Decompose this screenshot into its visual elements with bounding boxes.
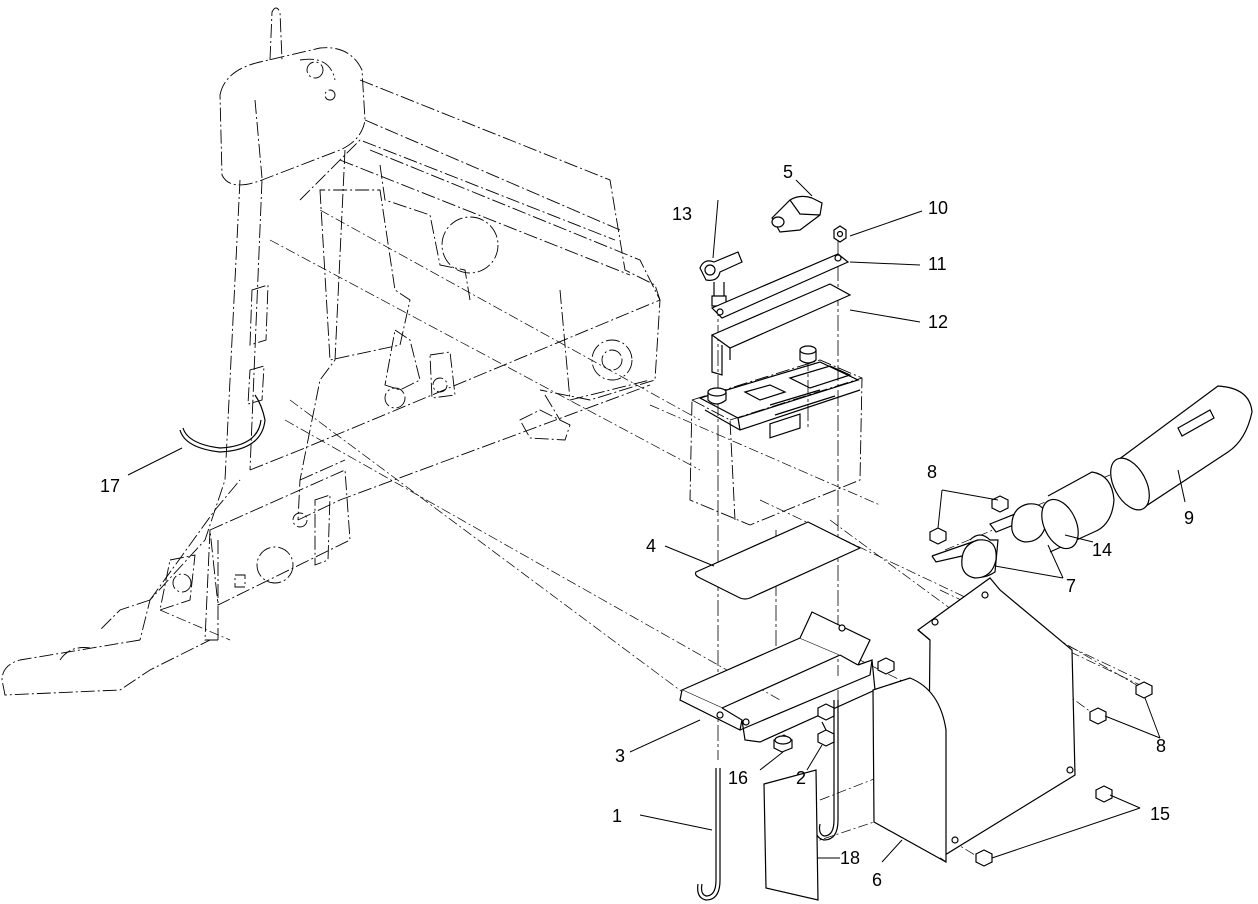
callout-5: 5	[783, 162, 793, 182]
callout-8-top: 8	[927, 462, 937, 482]
spacer	[773, 734, 793, 753]
battery-tray	[679, 611, 876, 743]
callout-12: 12	[928, 312, 948, 332]
callout-18: 18	[840, 848, 860, 868]
cable-tie	[179, 394, 266, 453]
callout-6: 6	[872, 870, 882, 890]
callout-3: 3	[615, 746, 625, 766]
callout-17: 17	[100, 476, 120, 496]
screws	[975, 785, 1113, 867]
callout-11: 11	[928, 254, 947, 274]
hold-down-bracket	[710, 283, 852, 376]
nut	[833, 225, 847, 243]
callout-labels: 1 2 3 4 5 6 7 8 8 9 10 11 12 13 14 15 16…	[100, 162, 1194, 890]
callout-10: 10	[928, 198, 948, 218]
callout-16: 16	[728, 768, 748, 788]
battery	[689, 345, 863, 526]
callout-8-right: 8	[1156, 736, 1166, 756]
callout-7: 7	[1066, 576, 1076, 596]
callout-1: 1	[612, 806, 622, 826]
callout-9: 9	[1184, 508, 1194, 528]
clamps	[931, 503, 1047, 579]
callout-13: 13	[672, 204, 692, 224]
callout-2: 2	[796, 768, 806, 788]
leader-lines	[127, 179, 1186, 863]
terminal-boot	[771, 195, 823, 233]
callout-14: 14	[1092, 540, 1112, 560]
tube	[1110, 385, 1253, 511]
callout-15: 15	[1150, 804, 1170, 824]
callout-4: 4	[646, 536, 656, 556]
battery-pad	[694, 521, 862, 600]
battery-cover	[872, 577, 1076, 864]
battery-clamp	[699, 251, 743, 307]
hold-down-bar	[710, 253, 850, 319]
decal	[763, 769, 819, 901]
frame-phantom	[1, 7, 661, 696]
